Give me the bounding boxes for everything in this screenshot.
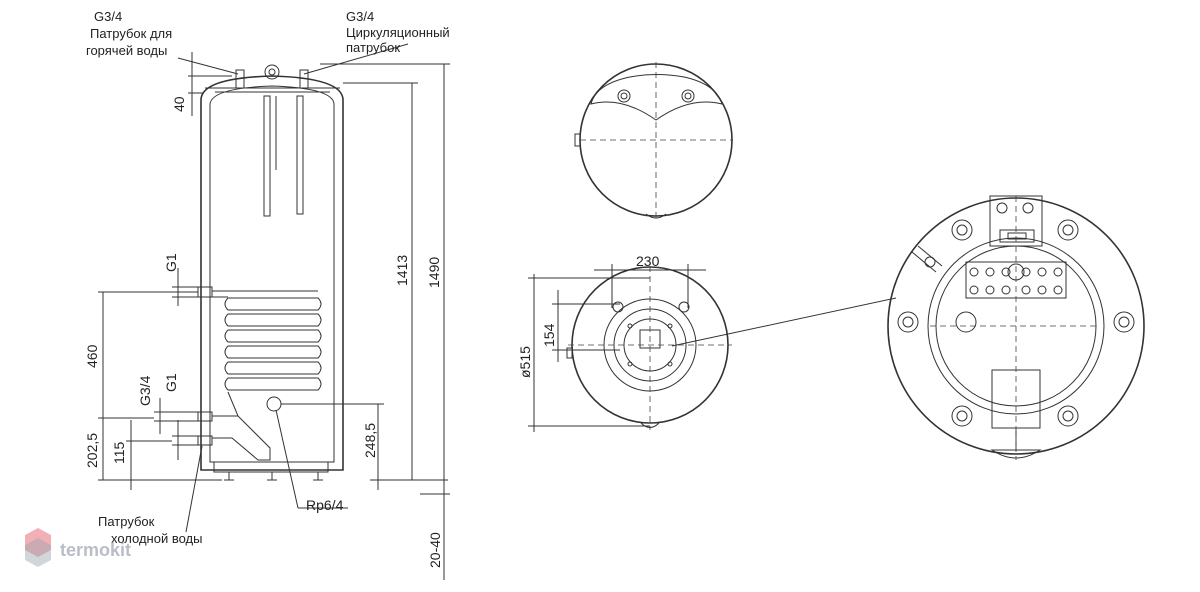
dim-248-5: 248,5 — [362, 423, 378, 458]
heating-coil — [212, 290, 322, 391]
circ-line1-label: Циркуляционный — [346, 25, 450, 40]
terminal-screws — [969, 267, 1063, 295]
cold-line1-label: Патрубок — [98, 514, 155, 529]
g1-bottom-label: G1 — [163, 373, 179, 392]
dim-230: 230 — [636, 253, 660, 269]
dim-40: 40 — [171, 96, 187, 112]
dim-515: ø515 — [517, 346, 533, 378]
dim-202-5: 202,5 — [84, 433, 100, 468]
cold-line2-label: холодной воды — [111, 531, 202, 546]
detail-view — [887, 195, 1145, 460]
dim-115: 115 — [111, 441, 127, 464]
dim-154: 154 — [541, 323, 557, 347]
circ-line2-label: патрубок — [346, 40, 400, 55]
dim-20-40: 20-40 — [427, 532, 443, 568]
watermark-text: termokit — [60, 540, 131, 560]
hot-line2-label: горячей воды — [86, 43, 167, 58]
g34-bottom-label: G3/4 — [137, 375, 153, 406]
rp-label: Rp6/4 — [306, 497, 344, 513]
dim-460: 460 — [84, 344, 100, 368]
tank-bottom-view — [528, 264, 897, 432]
flange-bolts — [897, 219, 1135, 427]
termokit-logo — [25, 528, 51, 567]
hot-line1-label: Патрубок для — [90, 26, 172, 41]
dim-1490: 1490 — [426, 257, 442, 288]
hot-thread-label: G3/4 — [94, 9, 122, 24]
g1-top-label: G1 — [163, 253, 179, 272]
dim-1413: 1413 — [394, 255, 410, 286]
tank-side-view — [197, 64, 384, 481]
dimension-lines — [98, 43, 450, 580]
side-view-labels: G3/4 Патрубок для горячей воды G3/4 Цирк… — [84, 9, 450, 568]
tank-top-view — [574, 62, 733, 219]
circ-thread-label: G3/4 — [346, 9, 374, 24]
